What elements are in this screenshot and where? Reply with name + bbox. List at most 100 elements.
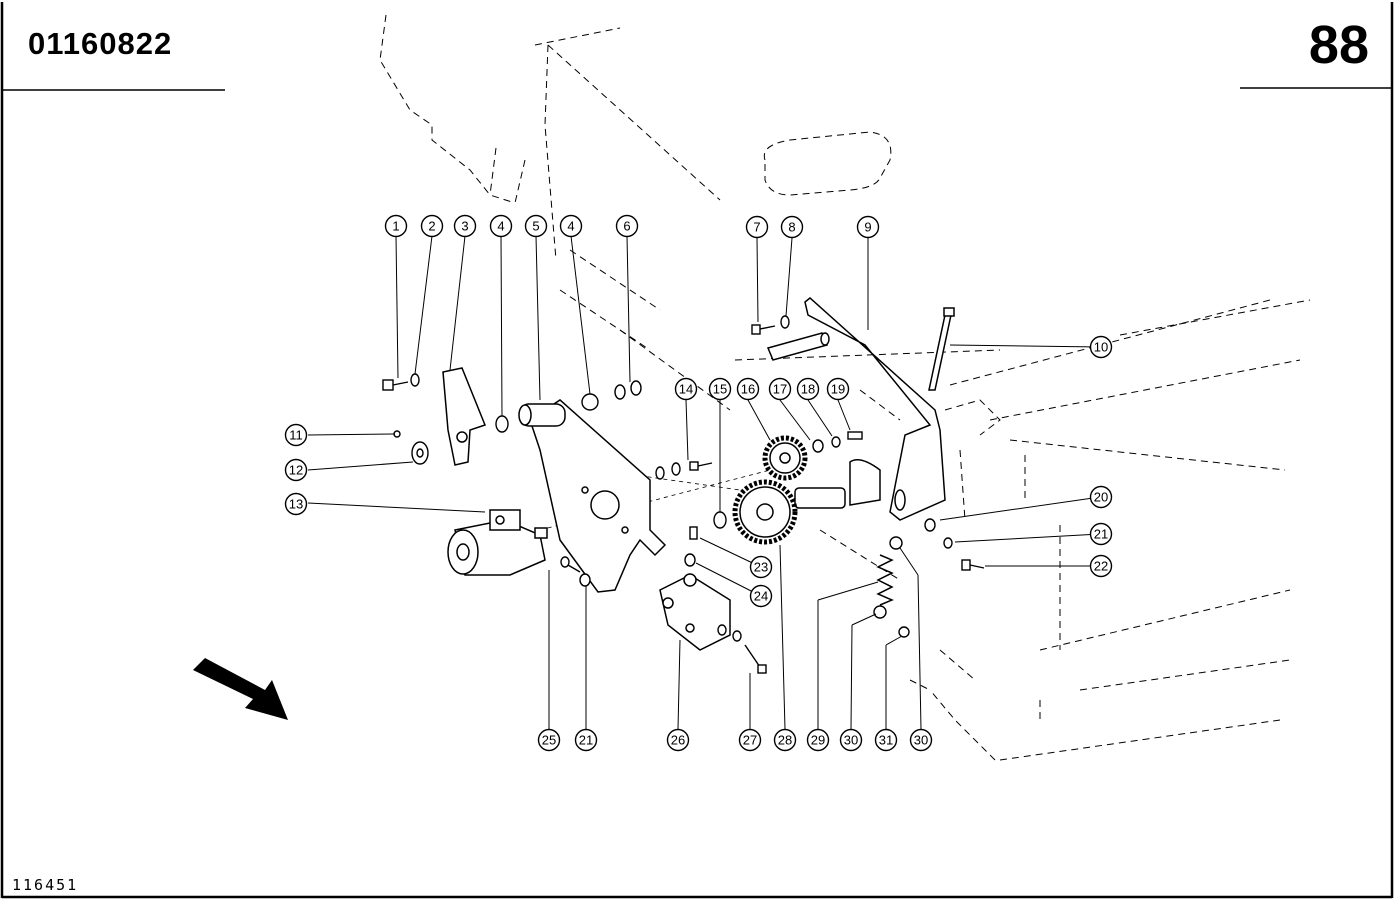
callout-26: 26 [666, 728, 690, 752]
callout-23: 23 [749, 555, 773, 579]
callout-14: 14 [674, 377, 698, 401]
callout-9: 9 [856, 215, 880, 239]
callout-circle [749, 584, 773, 608]
hydraulic-motor [447, 509, 548, 576]
callout-17: 17 [768, 377, 792, 401]
callout-circle [284, 492, 308, 516]
callout-circle [524, 214, 548, 238]
callout-30: 30 [839, 728, 863, 752]
callout-circle [856, 215, 880, 239]
long-bolt [928, 307, 955, 391]
machine-outline [379, 14, 1311, 761]
callout-7: 7 [745, 215, 769, 239]
callout-5: 5 [524, 214, 548, 238]
callout-label: 28 [778, 733, 792, 748]
callout-label: 18 [801, 382, 815, 397]
main-bracket [518, 399, 667, 593]
callout-label: 16 [741, 382, 755, 397]
callout-label: 27 [743, 733, 757, 748]
callout-19: 19 [826, 377, 850, 401]
callout-circle [796, 377, 820, 401]
callout-circle [909, 728, 933, 752]
callout-label: 23 [754, 560, 768, 575]
callout-label: 24 [754, 589, 768, 604]
callout-circle [826, 377, 850, 401]
callout-12: 12 [284, 458, 308, 482]
callout-label: 4 [567, 219, 574, 234]
callout-circle [773, 728, 797, 752]
callout-22: 22 [1089, 554, 1113, 578]
callout-label: 19 [831, 382, 845, 397]
drawing-number: 116451 [12, 876, 79, 894]
callout-label: 6 [623, 219, 630, 234]
right-bracket [804, 297, 946, 521]
callout-20: 20 [1089, 485, 1113, 509]
callout-circle [674, 377, 698, 401]
callout-15: 15 [708, 377, 732, 401]
callout-16: 16 [736, 377, 760, 401]
callout-circle [806, 728, 830, 752]
callout-11: 11 [284, 423, 308, 447]
callout-label: 29 [811, 733, 825, 748]
callout-10: 10 [1089, 335, 1113, 359]
callout-circle [537, 728, 561, 752]
callout-circle [384, 214, 408, 238]
callout-6: 6 [615, 214, 639, 238]
callout-circle [284, 458, 308, 482]
callout-28: 28 [773, 728, 797, 752]
callout-label: 4 [497, 219, 504, 234]
callout-label: 30 [844, 733, 858, 748]
callout-circle [615, 214, 639, 238]
mounting-plate [442, 367, 486, 466]
callout-25: 25 [537, 728, 561, 752]
sprockets [732, 435, 808, 545]
callout-13: 13 [284, 492, 308, 516]
callout-24: 24 [749, 584, 773, 608]
callout-circle [839, 728, 863, 752]
valve-block [659, 573, 731, 651]
callout-3: 3 [453, 214, 477, 238]
callout-circle [749, 555, 773, 579]
callout-label: 13 [289, 497, 303, 512]
callout-1: 1 [384, 214, 408, 238]
callout-2: 2 [420, 214, 444, 238]
callout-label: 17 [773, 382, 787, 397]
callout-29: 29 [806, 728, 830, 752]
callout-label: 21 [579, 733, 593, 748]
callout-label: 20 [1094, 490, 1108, 505]
callout-circle [559, 214, 583, 238]
callout-label: 14 [679, 382, 693, 397]
leader-lines [307, 235, 1101, 730]
callout-label: 26 [671, 733, 685, 748]
callout-4: 4 [489, 214, 513, 238]
callout-label: 12 [289, 463, 303, 478]
callout-label: 2 [428, 219, 435, 234]
callout-label: 1 [392, 219, 399, 234]
callout-8: 8 [780, 215, 804, 239]
callout-label: 22 [1094, 559, 1108, 574]
callout-circle [738, 728, 762, 752]
callout-circle [745, 215, 769, 239]
callout-circle [420, 214, 444, 238]
callout-label: 31 [879, 733, 893, 748]
page-number: 88 [1308, 15, 1369, 75]
callout-circle [284, 423, 308, 447]
callout-circle [574, 728, 598, 752]
callout-circle [666, 728, 690, 752]
callout-label: 9 [864, 220, 871, 235]
callout-circle [489, 214, 513, 238]
callout-31: 31 [874, 728, 898, 752]
hardware [382, 315, 985, 674]
part-number: 01160822 [28, 26, 173, 61]
callout-18: 18 [796, 377, 820, 401]
callout-21: 21 [1089, 522, 1113, 546]
callout-4: 4 [559, 214, 583, 238]
callout-label: 3 [461, 219, 468, 234]
callout-circle [1089, 485, 1113, 509]
callout-circle [736, 377, 760, 401]
callout-30: 30 [909, 728, 933, 752]
callout-label: 5 [532, 219, 539, 234]
